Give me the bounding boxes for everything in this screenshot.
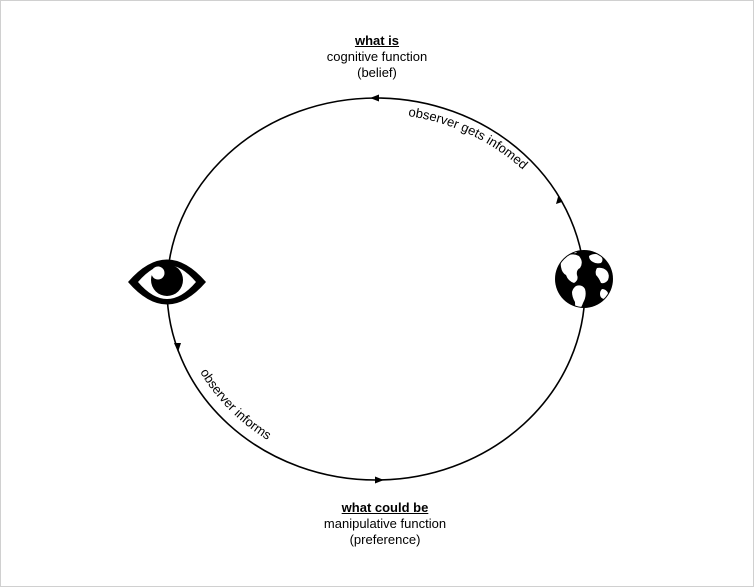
bottom-node-title: what could be (341, 500, 429, 515)
arrowhead-right (556, 195, 562, 204)
top-node-note: (belief) (357, 65, 397, 80)
bottom-node-note: (preference) (349, 532, 421, 547)
arrowhead-bottom (375, 476, 384, 484)
arrowhead-left (174, 343, 181, 352)
arc-label-top-right-text: observer gets infomed (408, 104, 531, 172)
arc-label-top-right: observer gets infomed (408, 104, 531, 172)
arrowhead-top (370, 94, 379, 102)
globe-icon (555, 250, 613, 308)
top-node-label: what is cognitive function (belief) (277, 33, 477, 81)
eye-icon (128, 259, 206, 305)
top-node-subtitle: cognitive function (326, 49, 428, 64)
bottom-node-subtitle: manipulative function (323, 516, 447, 531)
bottom-node-label: what could be manipulative function (pre… (285, 500, 485, 548)
top-node-title: what is (354, 33, 400, 48)
